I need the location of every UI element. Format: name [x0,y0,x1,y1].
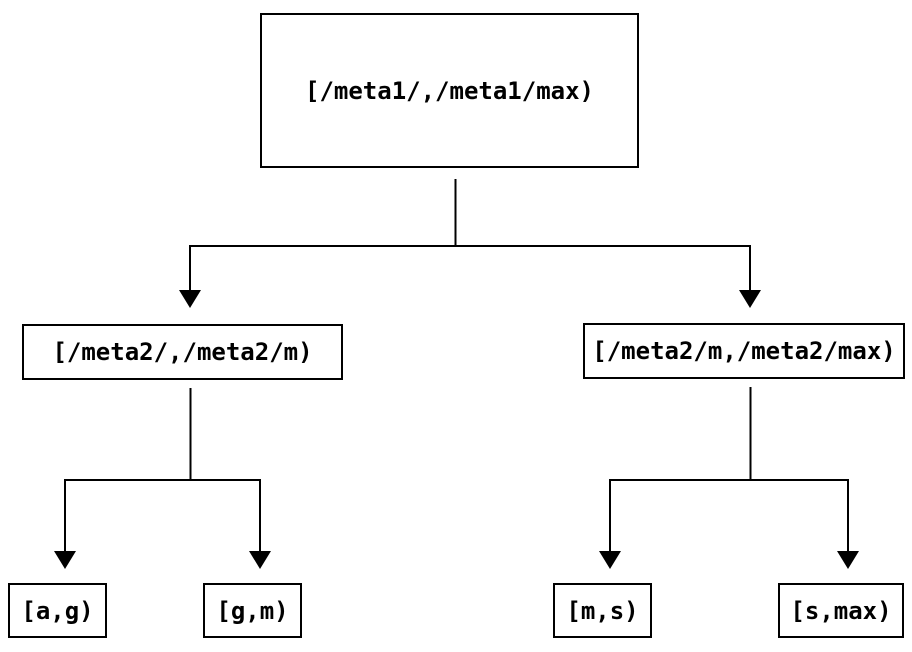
tree-node-leaf-ms-label: [m,s) [566,596,639,625]
arrow-down-icon [179,290,201,308]
tree-node-left: [/meta2/,/meta2/m) [22,324,343,380]
tree-node-leaf-ag-label: [a,g) [21,596,94,625]
arrow-down-icon [249,551,271,569]
tree-node-leaf-gm: [g,m) [203,583,302,638]
tree-node-leaf-gm-label: [g,m) [216,596,289,625]
arrow-down-icon [599,551,621,569]
arrow-down-icon [54,551,76,569]
edge-right-to-leaves [599,387,859,569]
tree-node-leaf-ms: [m,s) [553,583,652,638]
edge-left-to-leaves [54,388,271,569]
tree-node-leaf-smax-label: [s,max) [790,596,892,625]
tree-node-right-label: [/meta2/m,/meta2/max) [592,337,896,365]
tree-node-leaf-smax: [s,max) [778,583,904,638]
tree-node-root: [/meta1/,/meta1/max) [260,13,639,168]
tree-node-root-label: [/meta1/,/meta1/max) [305,76,594,105]
tree-node-left-label: [/meta2/,/meta2/m) [52,338,313,366]
arrow-down-icon [739,290,761,308]
tree-node-leaf-ag: [a,g) [8,583,107,638]
edge-root-to-level2 [179,179,761,308]
arrow-down-icon [837,551,859,569]
tree-node-right: [/meta2/m,/meta2/max) [583,323,905,379]
